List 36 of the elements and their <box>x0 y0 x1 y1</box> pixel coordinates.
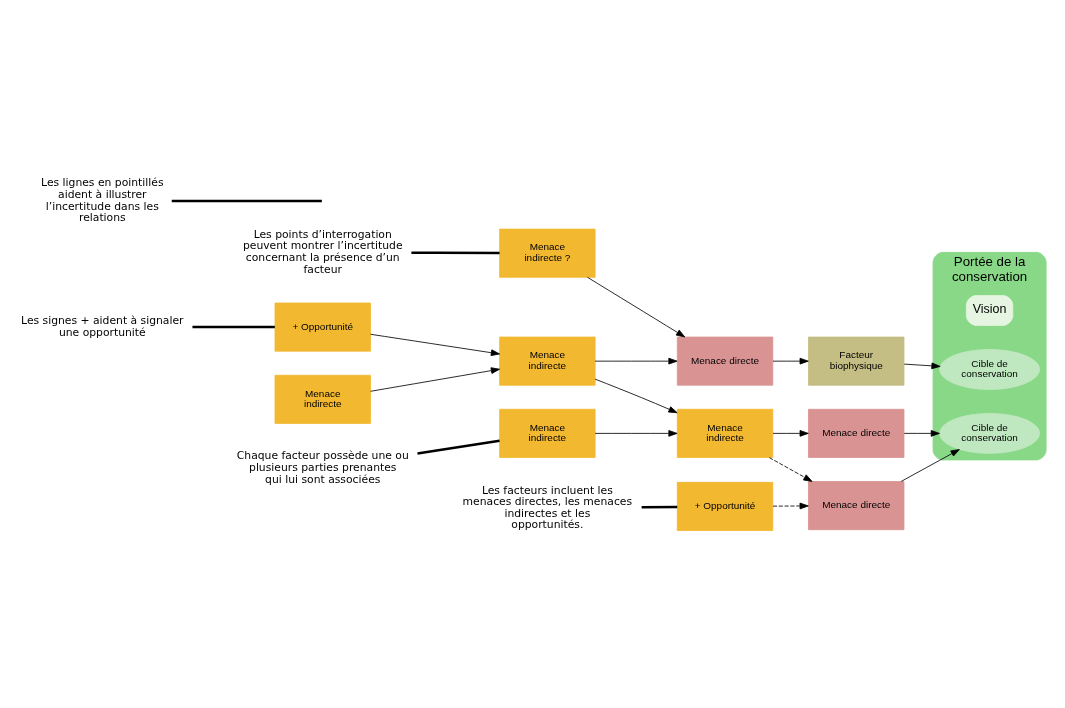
arrow <box>772 357 809 364</box>
arrow <box>594 378 678 413</box>
node-box: Facteur biophysique <box>808 336 905 386</box>
node-text: Chaque facteur possède une ou plusieurs parties prenantes qui lui sont associées <box>236 448 409 486</box>
arrow <box>768 456 813 482</box>
arrow <box>772 502 809 509</box>
node-box: Menace indirecte <box>499 336 596 386</box>
connector <box>417 439 500 455</box>
arrow <box>594 429 678 437</box>
node-box: Menace indirecte <box>499 408 596 458</box>
node-box: Menace indirecte <box>274 374 371 424</box>
arrow <box>903 429 940 437</box>
arrow <box>370 333 500 356</box>
connector <box>411 250 500 254</box>
node-box: Menace directe <box>808 480 905 530</box>
node-ellipse: Cible de conservation <box>939 348 1040 390</box>
arrow <box>903 362 941 369</box>
node-box: Vision <box>965 294 1014 326</box>
node-box: Menace indirecte ? <box>499 228 596 278</box>
node-box: Menace indirecte <box>676 408 774 458</box>
connector <box>641 505 678 508</box>
arrow <box>587 276 686 337</box>
node-text: Les points d’interrogation peuvent montrer l’incertitude concernant la présence d’un facteur <box>242 227 403 276</box>
connector <box>171 199 322 202</box>
node-box: + Opportunité <box>274 302 371 352</box>
arrow <box>772 429 809 437</box>
node-text: Les signes + aident à signaler une opportunité <box>21 313 184 339</box>
node-box: + Opportunité <box>676 481 774 531</box>
node-text: Les facteurs incluent les menaces directes, les menaces indirectes et les opportunités. <box>462 483 633 531</box>
arrow <box>594 357 678 364</box>
arrow <box>900 448 960 482</box>
node-box: Menace directe <box>676 336 774 386</box>
node-box: Menace directe <box>808 408 905 458</box>
connector <box>192 325 275 328</box>
arrow <box>370 366 500 392</box>
node-text: Les lignes en pointillés aident à illustrer l’incertitude dans les relations <box>41 175 164 224</box>
